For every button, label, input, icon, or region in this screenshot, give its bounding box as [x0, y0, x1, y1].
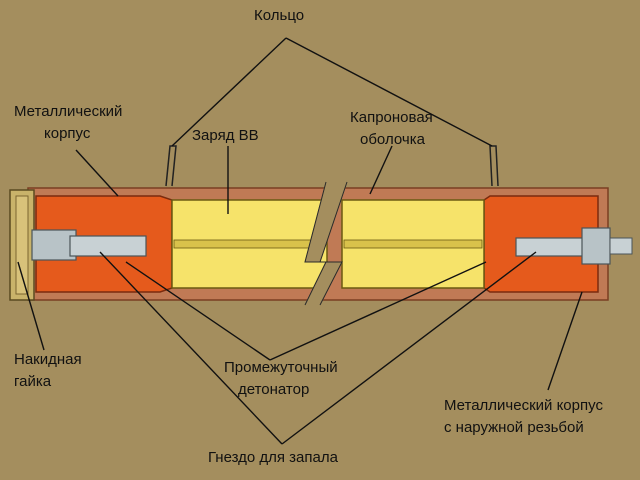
charge-stripe-right	[343, 239, 483, 249]
right-fuze-body	[581, 227, 611, 265]
label-nylon-shell-line1: Капроновая	[350, 109, 433, 126]
cap-nut-inner	[15, 195, 29, 295]
right-ring	[489, 145, 499, 187]
label-metal-case-line1: Металлический	[14, 103, 123, 120]
leader-intermediate-right	[269, 261, 487, 361]
label-metal-case-line2: корпус	[44, 125, 91, 142]
label-cap-nut-line1: Накидная	[14, 351, 82, 368]
label-cap-nut-line2: гайка	[14, 373, 52, 390]
label-charge: Заряд ВВ	[192, 127, 259, 144]
leader-ring-left	[171, 37, 287, 147]
charge-stripe-left	[173, 239, 325, 249]
break-edge-left	[304, 181, 327, 306]
leader-nylon-shell	[369, 145, 393, 195]
label-fuze-socket: Гнездо для запала	[208, 449, 338, 466]
right-fuze-thread	[609, 237, 633, 255]
label-intermediate-det-line2: детонатор	[238, 381, 310, 398]
leader-socket-left	[99, 251, 283, 445]
leader-ring-right	[285, 37, 493, 147]
right-fuze-socket	[515, 237, 585, 257]
left-ring	[165, 145, 177, 187]
label-ring: Кольцо	[254, 7, 305, 24]
label-threaded-case-line2: с наружной резьбой	[444, 419, 584, 436]
left-fuze-socket	[69, 235, 147, 257]
leader-intermediate-left	[125, 261, 271, 361]
label-intermediate-det-line1: Промежуточный	[224, 359, 338, 376]
break-edge-right	[319, 181, 348, 306]
left-fuze-body	[31, 229, 77, 261]
label-threaded-case-line1: Металлический корпус	[444, 397, 603, 414]
leader-metal-case	[75, 149, 119, 197]
leader-cap-nut	[17, 261, 45, 351]
leader-threaded-case	[547, 291, 583, 391]
leader-lines	[17, 37, 583, 445]
label-nylon-shell-line2: оболочка	[360, 131, 425, 148]
leader-socket-right	[281, 251, 537, 445]
